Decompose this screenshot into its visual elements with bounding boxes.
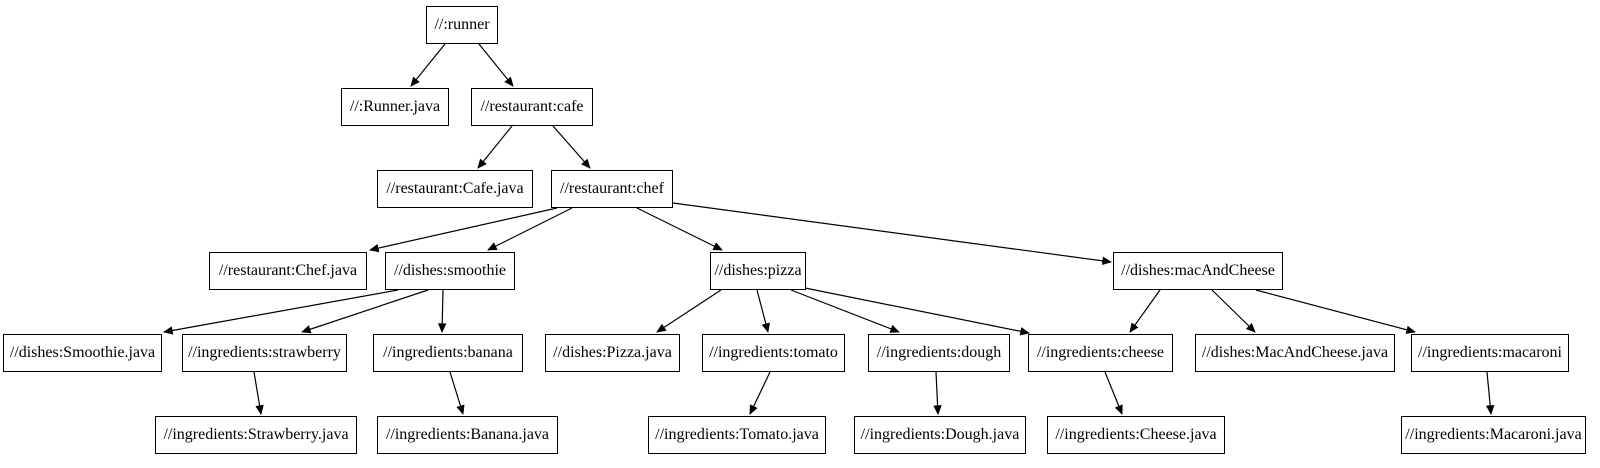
node-dough: //ingredients:dough <box>868 334 1010 372</box>
edge-chef-to-mac-and-cheese <box>672 202 1112 266</box>
node-macaroni: //ingredients:macaroni <box>1411 334 1569 372</box>
node-smoothie-java: //dishes:Smoothie.java <box>3 334 162 372</box>
node-strawberry-java: //ingredients:Strawberry.java <box>155 416 357 454</box>
node-banana: //ingredients:banana <box>373 334 523 372</box>
edge-tomato-to-tomato-java <box>749 371 771 415</box>
edge-mac-and-cheese-to-cheese <box>1129 289 1161 333</box>
node-pizza-java: //dishes:Pizza.java <box>545 334 680 372</box>
edge-pizza-to-cheese <box>804 287 1030 336</box>
edge-cheese-to-cheese-java <box>1104 371 1123 415</box>
edge-mac-and-cheese-to-macaroni <box>1255 289 1416 334</box>
edge-runner-to-cafe <box>478 43 514 87</box>
edge-chef-to-smoothie <box>487 207 573 251</box>
node-cheese: //ingredients:cheese <box>1028 334 1173 372</box>
edge-smoothie-to-banana <box>437 289 447 333</box>
node-chef: //restaurant:chef <box>551 170 673 208</box>
edge-macaroni-to-macaroni-java <box>1485 371 1495 415</box>
edge-cafe-to-cafe-java <box>477 125 513 169</box>
edge-cafe-to-chef <box>552 125 591 169</box>
node-macaroni-java: //ingredients:Macaroni.java <box>1401 416 1586 454</box>
edge-smoothie-to-smoothie-java <box>163 289 399 335</box>
node-runner: //:runner <box>426 6 498 44</box>
node-smoothie: //dishes:smoothie <box>385 252 515 290</box>
node-strawberry: //ingredients:strawberry <box>182 334 347 372</box>
node-banana-java: //ingredients:Banana.java <box>377 416 558 454</box>
edge-pizza-to-dough <box>790 289 900 333</box>
edge-chef-to-pizza <box>636 207 723 251</box>
edge-strawberry-to-strawberry-java <box>253 371 264 415</box>
edge-runner-to-runner-java <box>410 43 446 87</box>
node-cafe-java: //restaurant:Cafe.java <box>377 170 533 208</box>
edge-smoothie-to-strawberry <box>301 289 429 334</box>
node-tomato: //ingredients:tomato <box>702 334 845 372</box>
node-runner-java: //:Runner.java <box>341 88 449 126</box>
edge-pizza-to-tomato <box>756 289 770 333</box>
node-mac-and-cheese: //dishes:macAndCheese <box>1113 252 1283 290</box>
edge-pizza-to-pizza-java <box>656 289 722 333</box>
edge-mac-and-cheese-to-mac-and-cheese-java <box>1211 289 1256 333</box>
node-tomato-java: //ingredients:Tomato.java <box>648 416 826 454</box>
node-mac-and-cheese-java: //dishes:MacAndCheese.java <box>1195 334 1395 372</box>
edge-chef-to-chef-java <box>369 207 558 253</box>
node-cafe: //restaurant:cafe <box>471 88 593 126</box>
node-dough-java: //ingredients:Dough.java <box>854 416 1026 454</box>
edge-banana-to-banana-java <box>449 371 465 415</box>
node-cheese-java: //ingredients:Cheese.java <box>1047 416 1225 454</box>
edge-dough-to-dough-java <box>933 371 942 415</box>
node-chef-java: //restaurant:Chef.java <box>209 252 367 290</box>
node-pizza: //dishes:pizza <box>710 252 806 290</box>
